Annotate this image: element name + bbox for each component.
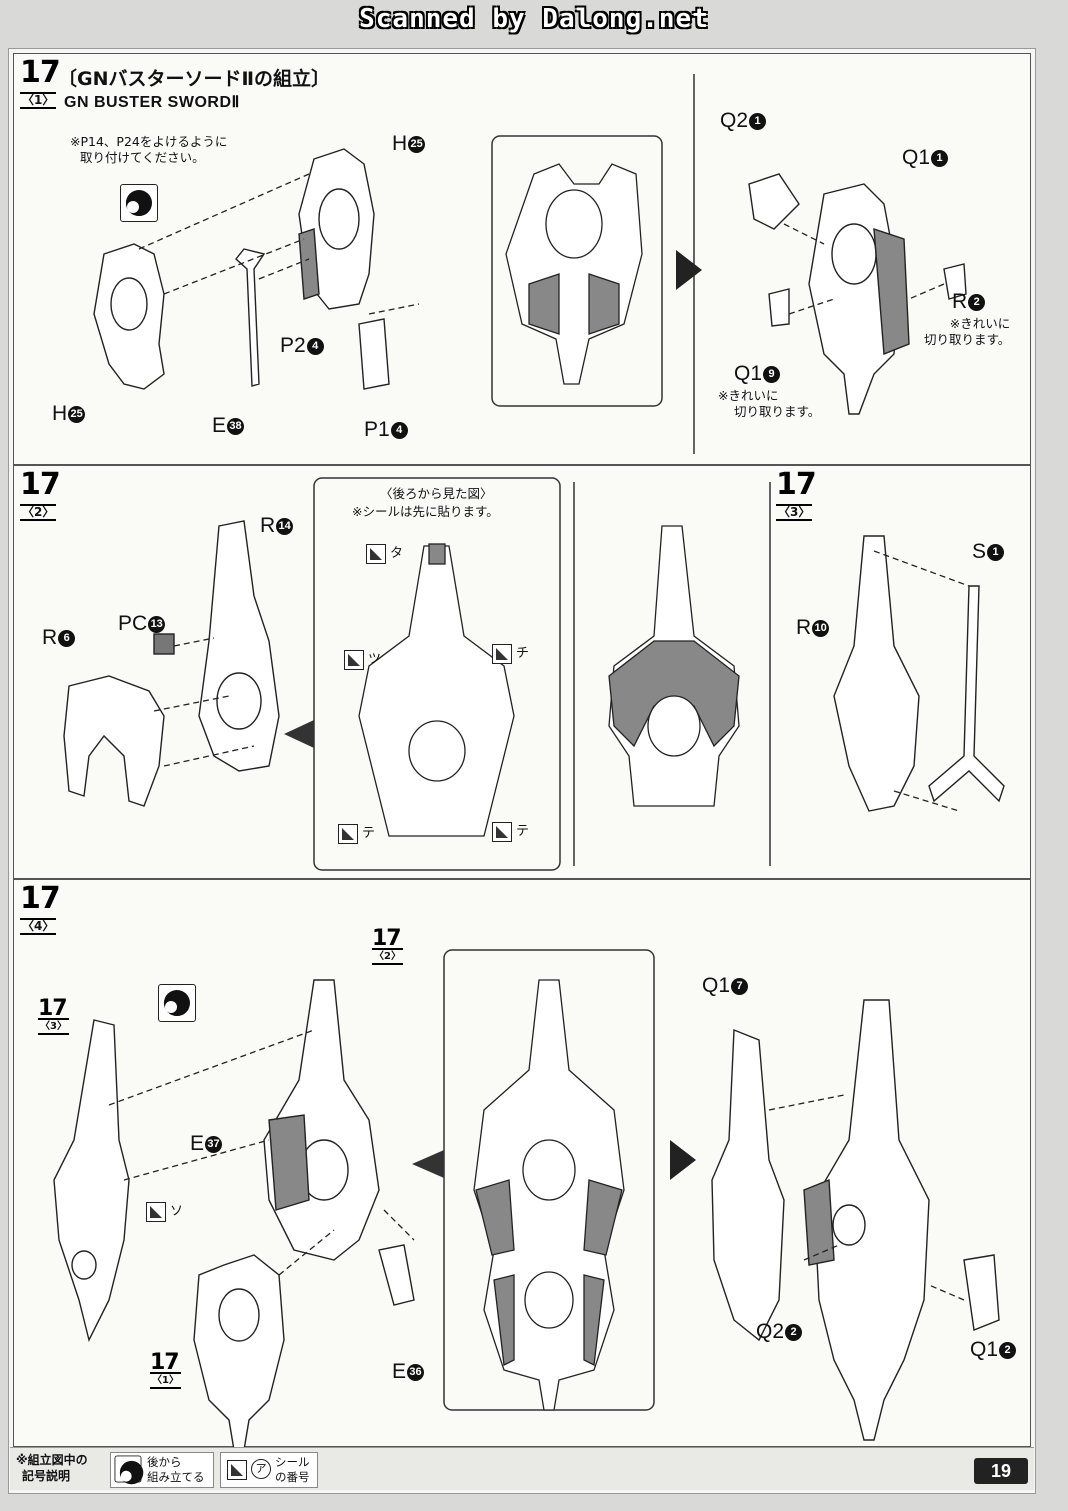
manual-sheet: 17 〈1〉 〔GNバスターソードⅡの組立〕 GN BUSTER SWORDⅡ … bbox=[8, 48, 1036, 1494]
legend-seal-glyph: ア bbox=[251, 1459, 271, 1479]
seal-te-a-label: テ bbox=[362, 826, 376, 841]
step-1-parts-drawing bbox=[93, 74, 967, 454]
cut-note-q19-line2: 切り取ります。 bbox=[734, 404, 821, 419]
step-4-result-arrow bbox=[670, 1140, 696, 1180]
step-3-sub: 〈3〉 bbox=[776, 504, 813, 521]
legend-title: ※組立図中の 記号説明 bbox=[16, 1452, 88, 1484]
step-2-panel: 17 〈2〉 bbox=[13, 465, 1031, 879]
legend-back-line1: 後から bbox=[147, 1455, 182, 1469]
ref-step-2-sub: 〈2〉 bbox=[372, 948, 403, 965]
step-4-number: 17 bbox=[20, 881, 61, 916]
note-line-2: 取り付けてください。 bbox=[80, 150, 205, 165]
ref-step-1-number: 17 bbox=[150, 1350, 180, 1375]
assemble-from-back-icon bbox=[158, 984, 196, 1022]
step-1-title-jp: 〔GNバスターソードⅡの組立〕 bbox=[58, 68, 331, 90]
seal-first-note: ※シールは先に貼ります。 bbox=[352, 504, 499, 519]
legend-seal-line2: の番号 bbox=[275, 1470, 310, 1484]
step-1-sub: 〈1〉 bbox=[20, 92, 57, 109]
seal-chi-label: チ bbox=[516, 646, 530, 661]
legend-back-line2: 組み立てる bbox=[147, 1470, 205, 1484]
seal-icon bbox=[492, 821, 512, 842]
step-1-result-arrow bbox=[676, 250, 702, 290]
symbol-legend: ※組立図中の 記号説明 後から 組み立てる ア シール の番号 bbox=[10, 1447, 1034, 1490]
seal-icon bbox=[344, 649, 364, 670]
seal-chi: チ bbox=[492, 642, 529, 664]
scan-credit: Scanned by Dalong.net bbox=[359, 4, 709, 34]
seal-icon bbox=[338, 823, 358, 844]
legend-back-assembly: 後から 組み立てる bbox=[110, 1452, 214, 1488]
assemble-from-back-icon bbox=[114, 1455, 144, 1485]
step-1-panel: 17 〈1〉 〔GNバスターソードⅡの組立〕 GN BUSTER SWORDⅡ … bbox=[13, 53, 1031, 465]
step-1-number: 17 bbox=[20, 55, 61, 90]
page-number: 19 bbox=[974, 1458, 1028, 1484]
step-2-parts-drawing bbox=[63, 477, 1005, 871]
seal-so: ソ bbox=[146, 1200, 183, 1222]
legend-title-line2: 記号説明 bbox=[22, 1469, 71, 1483]
note-line-1: ※P14、P24をよけるように bbox=[70, 134, 228, 149]
cut-note-r2-line1: ※きれいに bbox=[949, 316, 1011, 331]
legend-title-line1: ※組立図中の bbox=[16, 1453, 88, 1467]
seal-icon bbox=[146, 1201, 166, 1222]
seal-tsu-label: ツ bbox=[368, 652, 382, 667]
cut-note-r2-line2: 切り取ります。 bbox=[924, 332, 1011, 347]
seal-icon bbox=[227, 1460, 247, 1480]
step-4-panel: 17 〈4〉 17 〈2〉 17 〈3〉 17 〈1〉 bbox=[13, 879, 1031, 1451]
seal-te-b-label: テ bbox=[516, 824, 530, 839]
seal-tsu: ツ bbox=[344, 648, 381, 670]
ref-step-1-sub: 〈1〉 bbox=[150, 1372, 181, 1389]
step-3-number: 17 bbox=[776, 467, 817, 502]
legend-seal-line1: シール bbox=[275, 1455, 310, 1469]
cut-note-q19: ※きれいに 切り取ります。 bbox=[718, 388, 820, 420]
step-4-sub: 〈4〉 bbox=[20, 918, 57, 935]
step-4-callout-pointer bbox=[412, 1150, 444, 1178]
seal-te-b: テ bbox=[492, 820, 529, 842]
ref-step-3-sub: 〈3〉 bbox=[38, 1018, 69, 1035]
cut-note-q19-line1: ※きれいに bbox=[718, 388, 779, 403]
seal-icon bbox=[366, 543, 386, 564]
step-2-sub: 〈2〉 bbox=[20, 504, 57, 521]
rear-view-title: 〈後ろから見た図〉 bbox=[380, 486, 493, 501]
seal-so-label: ソ bbox=[170, 1204, 184, 1219]
step-4-parts-drawing bbox=[53, 949, 1000, 1451]
legend-back-label: 後から 組み立てる bbox=[147, 1455, 205, 1485]
ref-step-2-number: 17 bbox=[372, 926, 402, 951]
seal-icon bbox=[492, 643, 512, 664]
step-1-title-en: GN BUSTER SWORDⅡ bbox=[64, 94, 240, 111]
step-2-number: 17 bbox=[20, 467, 61, 502]
ref-step-3-number: 17 bbox=[38, 996, 68, 1021]
step-2-callout-pointer bbox=[284, 720, 314, 748]
cut-note-r2: ※きれいに 切り取ります。 bbox=[924, 316, 1010, 348]
seal-ta-label: タ bbox=[390, 546, 404, 561]
legend-seal-number: ア シール の番号 bbox=[220, 1452, 318, 1488]
step-1-note: ※P14、P24をよけるように 取り付けてください。 bbox=[70, 134, 227, 166]
seal-ta: タ bbox=[366, 542, 403, 564]
legend-seal-label: シール の番号 bbox=[275, 1455, 310, 1485]
assemble-from-back-icon bbox=[120, 184, 158, 222]
seal-te-a: テ bbox=[338, 822, 375, 844]
